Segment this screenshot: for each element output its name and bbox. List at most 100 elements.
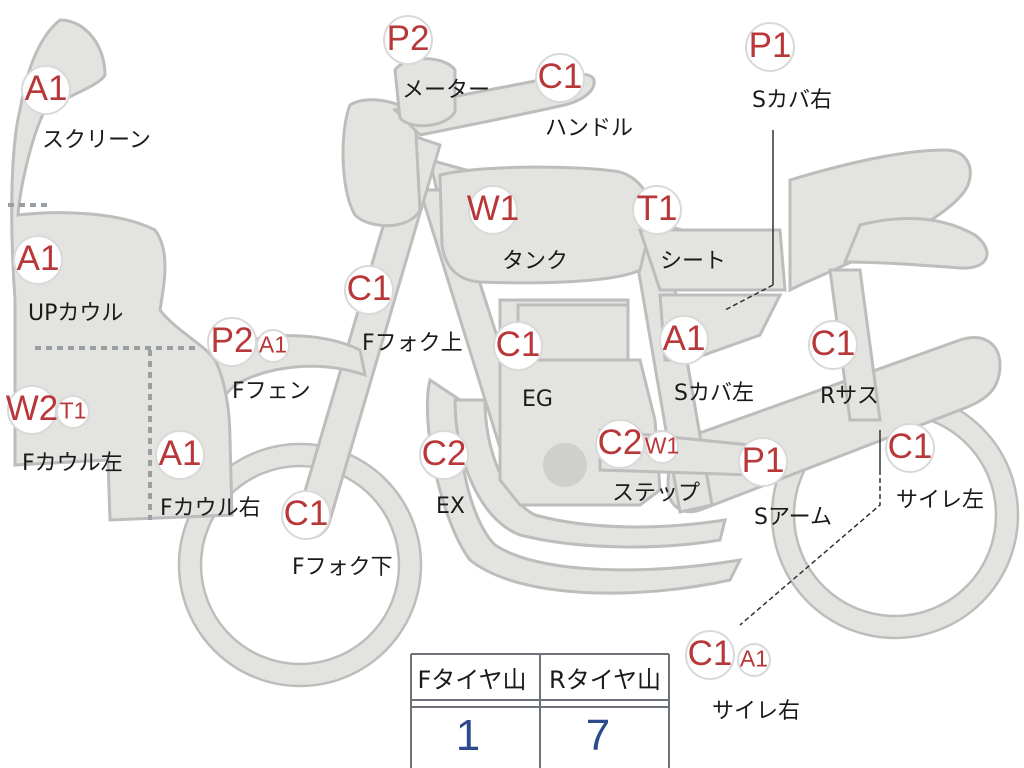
part-label: Sカバ右 <box>752 88 832 113</box>
grade-badge <box>885 423 935 473</box>
rear-tire-value: 7 <box>586 711 610 760</box>
grade-code: P1 <box>749 26 792 65</box>
callout-tank: W1 タンク <box>467 185 568 274</box>
grade-badge <box>645 430 679 464</box>
grade-code: W1 <box>645 433 680 459</box>
part-label: スクリーン <box>42 128 151 153</box>
grade-badge <box>493 321 543 371</box>
grade-badge <box>595 419 645 469</box>
grade-badge <box>7 385 57 435</box>
grade-code: C1 <box>888 427 933 466</box>
grade-code: C1 <box>347 269 392 308</box>
part-label: サイレ左 <box>896 488 984 513</box>
grade-badge <box>419 430 469 480</box>
callout-screen: A1 スクリーン <box>21 65 151 153</box>
part-label: タンク <box>502 249 568 274</box>
grade-badge <box>685 630 735 680</box>
part-label: ステップ <box>612 481 700 506</box>
grade-badge <box>659 315 709 365</box>
part-label: Fフォク下 <box>292 555 393 580</box>
leader-lines <box>724 130 881 626</box>
grade-badge <box>737 643 771 677</box>
grade-badge <box>738 437 788 487</box>
callout-handle: C1 ハンドル <box>535 53 633 141</box>
part-label: EG <box>522 387 553 412</box>
part-label: ハンドル <box>545 116 633 141</box>
grade-code: C1 <box>496 325 541 364</box>
seat-shape <box>637 228 787 292</box>
front-wheel <box>177 442 423 688</box>
grade-code: A1 <box>740 646 768 672</box>
grade-code: P1 <box>742 441 785 480</box>
grade-code: C1 <box>688 634 733 673</box>
grade-badge <box>207 317 257 367</box>
grade-badge <box>632 185 682 235</box>
grade-badge <box>535 53 585 103</box>
grade-badge <box>155 430 205 480</box>
grade-code: P2 <box>387 19 430 58</box>
part-label: Rサス <box>820 384 879 409</box>
grade-badge <box>383 15 433 65</box>
grade-badge <box>281 490 331 540</box>
grade-badge <box>344 265 394 315</box>
grade-badge <box>745 22 795 72</box>
part-label: Fカウル左 <box>22 451 123 476</box>
part-label: Fカウル右 <box>160 496 261 521</box>
engine-cover <box>543 443 587 487</box>
front-tire-header: Fタイヤ山 <box>417 666 526 694</box>
part-label: Fフォク上 <box>362 331 463 356</box>
grade-code: A1 <box>25 69 68 108</box>
grade-badge <box>808 320 858 370</box>
grade-badge <box>56 395 90 429</box>
part-label: Sアーム <box>754 505 832 530</box>
callout-silencer-right: C1 A1 サイレ右 <box>685 630 800 724</box>
grade-code: A1 <box>17 239 60 278</box>
tire-tread-table: Fタイヤ山 Rタイヤ山 1 7 <box>410 653 670 768</box>
callout-silencer-left: C1 サイレ左 <box>885 423 984 513</box>
part-label: UPカウル <box>28 301 123 326</box>
grade-badge <box>468 185 518 235</box>
grade-code: A1 <box>159 434 202 473</box>
grade-code: W1 <box>467 189 520 228</box>
grade-code: C1 <box>811 324 856 363</box>
part-label: Fフェン <box>232 379 311 404</box>
grade-code: C1 <box>538 57 583 96</box>
grade-code: T1 <box>637 189 678 228</box>
part-label: Sカバ左 <box>674 381 754 406</box>
rear-tire-header: Rタイヤ山 <box>549 666 661 694</box>
part-label: EX <box>436 494 465 519</box>
part-label: メーター <box>402 78 490 103</box>
callout-meter: P2 メーター <box>383 15 490 103</box>
grade-badge <box>256 329 290 363</box>
grade-code: A1 <box>663 319 706 358</box>
grade-code: P2 <box>211 321 254 360</box>
grade-code: A1 <box>259 332 287 358</box>
front-tire-value: 1 <box>456 711 480 760</box>
part-label: サイレ右 <box>712 699 800 724</box>
grade-code: T1 <box>60 398 87 424</box>
grade-badge <box>21 65 71 115</box>
part-label: シート <box>660 249 726 274</box>
grade-code: W2 <box>6 389 59 428</box>
rear-tail-lower <box>842 216 989 270</box>
headlight-block <box>341 98 422 228</box>
grade-badge <box>13 235 63 285</box>
callout-seat: T1 シート <box>632 185 726 274</box>
grade-code: C2 <box>598 423 643 462</box>
grade-code: C1 <box>284 494 329 533</box>
